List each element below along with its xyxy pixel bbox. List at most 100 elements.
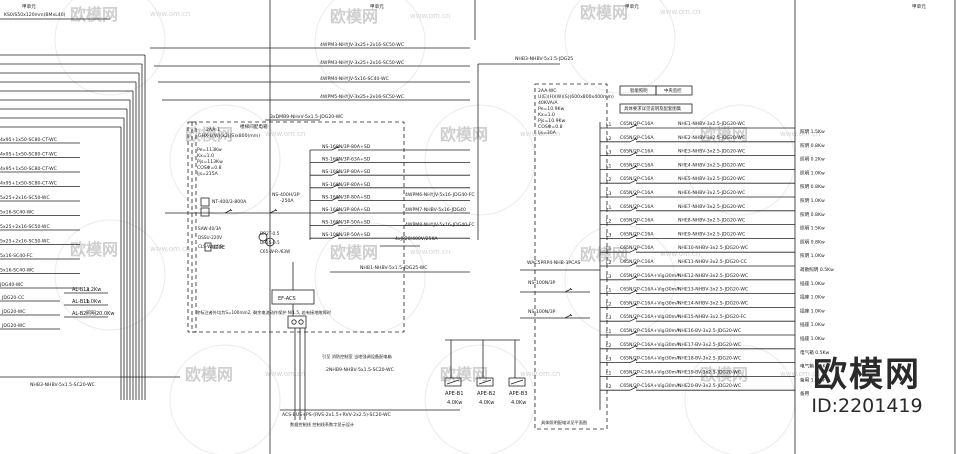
row-cable-label: NHE15-NHBV-3x2.5-JDG20-FC [678,314,746,320]
brand-logo-text: 欧模网 [813,355,921,395]
al-value: 照明20.0Kw [86,311,115,317]
row-breaker [629,290,637,294]
branch-label: NS-160N/3P-80A+SD [322,169,371,175]
row-breaker-tick [634,234,638,237]
row-phase: L1 [606,205,612,211]
feeder-label: 4WPM3-NHYJV-3x25+2x16-SC50-WC [320,42,404,48]
left-cable-label: 5x16-SC40-WC [0,210,34,216]
panel-2-param: Pjs=10.9Kw [538,118,566,124]
row-breaker [629,221,637,225]
row-breaker-label: C65N/2P-C16A [620,218,654,224]
row-phase: L2 [606,219,612,225]
row-load-label: 疏散照明 0.5Kw [800,266,834,273]
watermark-url: www.om.cn [520,370,560,378]
meter-circle [265,237,275,247]
al-value: 1.0Kw [86,299,101,305]
row-breaker-label: C65N/2P-C16A+Vigi30mA [620,300,680,306]
row-breaker-tick [634,123,638,127]
row-phase: L1 [606,122,612,128]
branch-breaker-tick [336,221,340,224]
branch-breaker [331,234,339,239]
ape-value: 4.0Kw [447,400,462,406]
row-breaker-tick [634,289,638,292]
branch-breaker-tick [336,158,340,161]
branch-breaker-tick [336,208,340,212]
row-load-label: 插座 1.0Kw [800,321,825,328]
panel-1-spec: GHX-L(W)(x2)(S)x800(mm) [198,133,260,139]
branch-breaker [331,184,339,189]
row-cable-label: NHE20-BV-3x2.5-JDG20-WC [678,383,741,389]
row-breaker [629,262,637,267]
row-breaker-label: C65N/2P-C16A+Vigi30mA [620,287,680,293]
panel-1-bottom-cable-2: 2NHB9-NHBV-5x1.5-SC20-WC [326,367,394,373]
panel-2-param: COSΦ=0.8 [538,124,563,130]
ape-box [444,377,462,387]
row-load-label: 照明 0.8Kw [800,212,825,218]
mid-top-cable: NHB3-NHBV-5x1.5-JDG25 [515,56,573,62]
row-cable-label: NHE6-NHBV-3x2.5-JDG20-WC [678,190,745,196]
main-breaker-tick [229,208,233,212]
ape-value: 4.0Kw [511,400,526,406]
watermark-text: 欧模网 [330,7,378,26]
main-switch-tick [274,208,278,212]
row-load-label: 插座 1.0Kw [800,294,825,301]
meter-circle [258,232,268,242]
panel-1-note: 除标注者外均为S=100mm2, 剩余电流动作保护 N/1.5, 若有接地故障时 [196,309,332,316]
row-cable-label: NHE14-NHBV-3x2.5-JDG20-WC [678,300,748,306]
row-load-label: 照明 0.8Kw [800,184,825,190]
row-cable-label: NHE7-NHBV-3x2.5-JDG20-WC [678,204,745,210]
row-breaker-label: C65N/2P-C16A [620,121,654,127]
row-breaker-tick [634,137,638,141]
row-breaker-tick [634,247,638,251]
row-breaker [629,235,637,239]
brand-id-text: ID:2201419 [811,395,923,417]
watermark-url: www.om.cn [410,12,450,20]
branch-cable-label: 4WPM6-NHYJV-5x16-JDG40-FC [405,192,475,198]
branch-label: NS-100N/3P-50A+SD [322,232,371,238]
row-cable-label: NHE10-NHBV-3x2.5-JDG20-WC [678,245,748,251]
row-load-label: 照明 1.5Kw [800,129,825,135]
meter-label: CLS-WLKGE [198,244,223,249]
row-load-label: 插座 1.0Kw [800,307,825,314]
row-load-label: 照明 0.8Kw [800,143,825,149]
branch-breaker [331,146,339,151]
watermark-circle [54,0,166,96]
row-phase: L2 [606,343,612,349]
row-breaker-label: C65N/2P-C16A [620,231,654,237]
ape-name: APE-B2 [477,391,496,397]
branch-breaker [331,171,339,176]
row-breaker [629,276,637,281]
watermark-text: 欧模网 [185,365,233,384]
watermark-text: 欧模网 [70,5,118,24]
row-breaker-label: C65N/2P-C16A+Vigi30mA [620,342,680,348]
row-load-label: 照明 1.5Kw [800,226,825,232]
row-phase: L1 [606,329,612,335]
watermark-text: 欧模网 [440,125,488,144]
row-phase: L3 [606,274,612,280]
panel-1-param: COSΦ=0.8 [197,165,222,171]
left-cable-label: 5x25+2x16-SC50-WC [0,239,50,245]
branch-label: NS-160N/3P-80A+SD [322,182,371,188]
meter-label: SAW-40/3A [198,226,221,231]
watermark-url: www.om.cn [780,370,820,378]
watermark-url: www.om.cn [265,130,305,138]
row-phase: L2 [606,260,612,266]
ape-symbol [510,379,524,385]
row-phase: L3 [606,357,612,363]
left-cable-label: 5x25+2x16-SC50-WC [0,195,50,201]
row-cable-label: NHE1-NHBV-3x2.5-JDG20-WC [678,121,745,127]
panel-2-param: 40KVA/A [538,100,558,106]
watermark-text: 欧模网 [580,245,628,264]
panel-2-switch-2 [564,314,572,319]
row-phase: L3 [606,191,612,197]
row-cable-label: NHE13-NHBV-3x2.5-JDG20-WC [678,287,748,293]
watermark-circle [424,104,536,216]
panel-2-switch-label: NS-100N/3P [528,280,556,286]
row-breaker-tick [634,192,638,196]
terminal-dot [291,319,297,325]
row-breaker-tick [634,275,638,279]
row-breaker-tick [634,330,638,334]
brand-watermark: 欧模网 ID:2201419 [792,356,942,418]
watermark-text: 欧模网 [70,240,118,259]
acs-cable-label: ACS-BUS+PS-(RVS-2x1.5+RVV-2x2.5)-SC20-WC [282,412,391,418]
